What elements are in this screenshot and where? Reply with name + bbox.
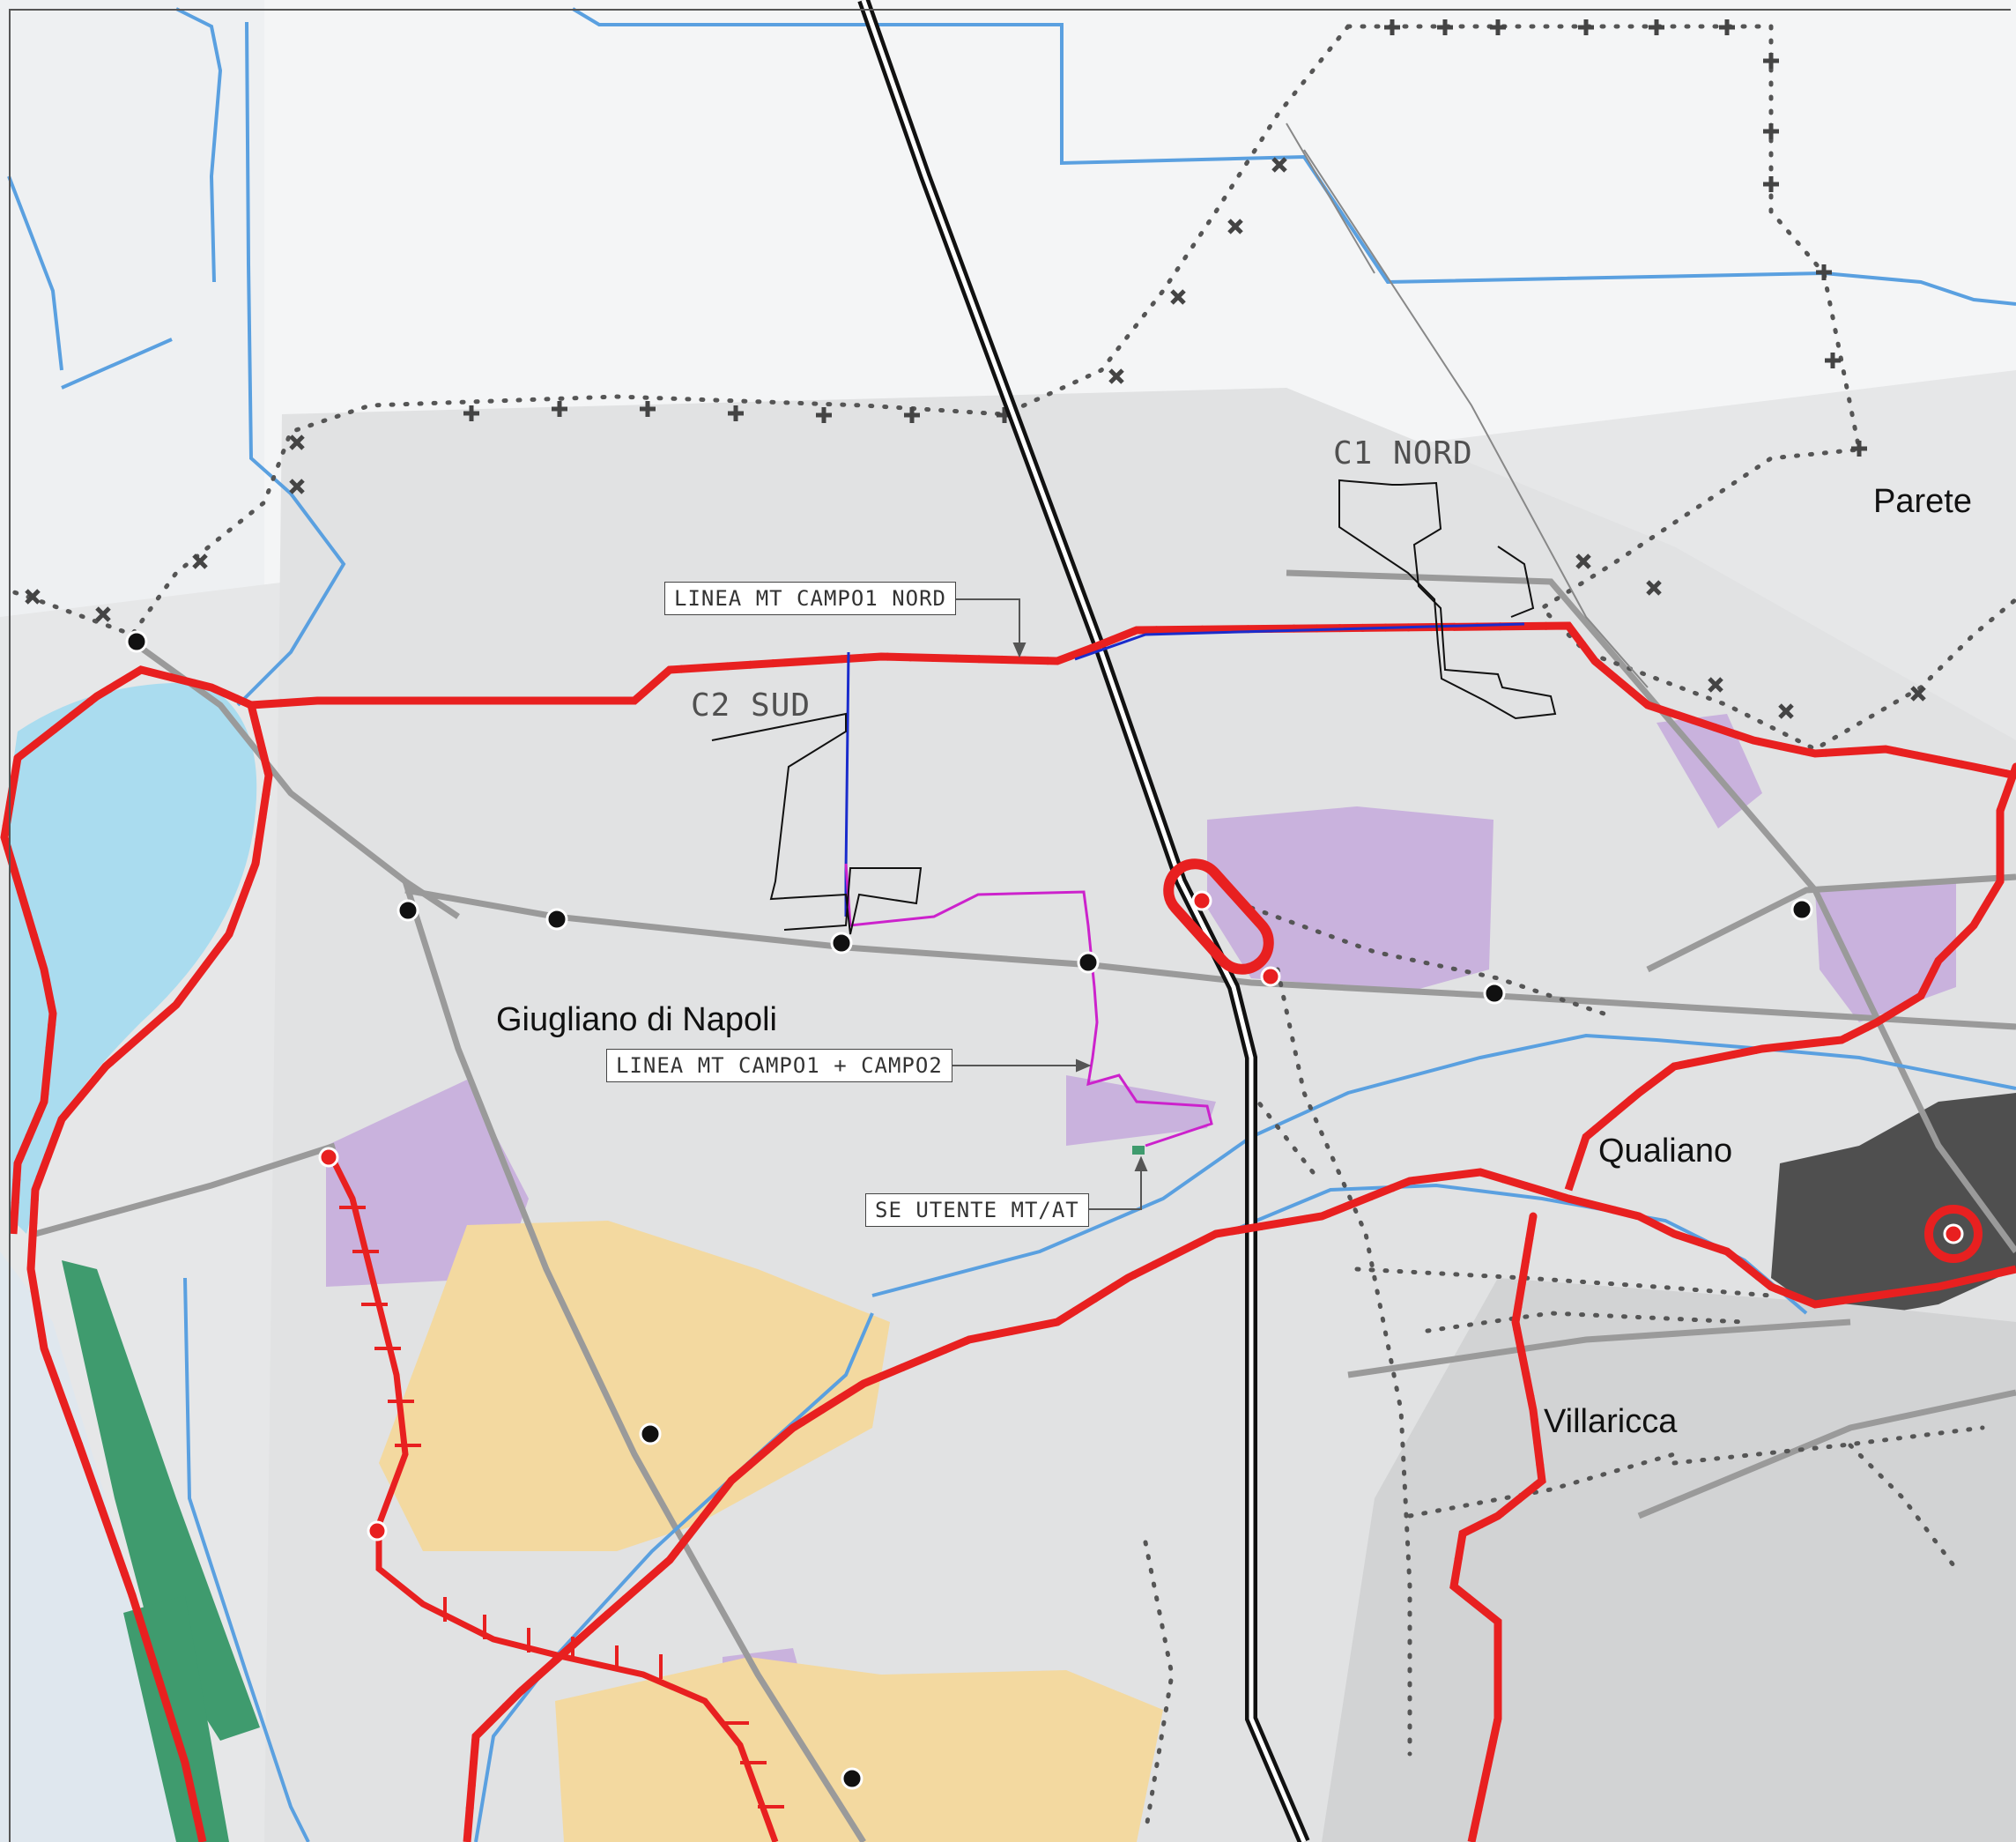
se-utente-marker-icon xyxy=(1132,1146,1145,1155)
mt-line-blue-east xyxy=(1074,622,1525,661)
lake xyxy=(9,682,257,1234)
rivers-and-boundaries xyxy=(7,7,2016,1842)
green-protected-zone xyxy=(62,1260,260,1741)
field-outline-c1-nord-extra xyxy=(1497,546,1535,618)
callout-se-utente-mt-at: SE UTENTE MT/AT xyxy=(865,1193,1089,1227)
admin-boundary-dotted xyxy=(6,24,2016,1836)
callout-leaders xyxy=(932,598,1148,1210)
purple-zone-east-industrial xyxy=(1207,806,1493,992)
boundary-cross-marks xyxy=(25,19,1926,719)
interchange-highlight-icon[interactable] xyxy=(1158,853,1281,987)
field-label-c1-nord: C1 NORD xyxy=(1333,435,1473,472)
field-outline-c1-nord xyxy=(1338,479,1557,720)
place-label-parete: Parete xyxy=(1873,483,1972,520)
callout-linea-mt-campo1-campo2: LINEA MT CAMPO1 + CAMPO2 xyxy=(606,1049,952,1082)
red-node-points xyxy=(318,1147,388,1541)
substation-marker-icon[interactable] xyxy=(1924,1205,1983,1263)
field-label-c2-sud: C2 SUD xyxy=(691,687,812,724)
urban-dark-qualiano xyxy=(1771,1093,2016,1322)
urban-zone-south xyxy=(555,1657,1163,1842)
urban-zone-giugliano-south xyxy=(379,1221,890,1551)
purple-zone-se-utente xyxy=(1066,1075,1216,1146)
minor-lines xyxy=(1286,123,1649,688)
sea-area xyxy=(0,1252,185,1842)
callout-linea-mt-campo1-nord: LINEA MT CAMPO1 NORD xyxy=(664,582,956,615)
field-outline-c2-sud xyxy=(711,712,923,935)
junction-dot-icon xyxy=(125,630,1813,1790)
place-label-villaricca: Villaricca xyxy=(1544,1403,1678,1440)
place-label-qualiano: Qualiano xyxy=(1598,1133,1733,1170)
red-tick-line xyxy=(327,1153,784,1842)
mt-line-campo1-campo2 xyxy=(844,863,1213,1148)
railway-inner xyxy=(861,0,1307,1842)
place-label-giugliano: Giugliano di Napoli xyxy=(496,1001,777,1038)
